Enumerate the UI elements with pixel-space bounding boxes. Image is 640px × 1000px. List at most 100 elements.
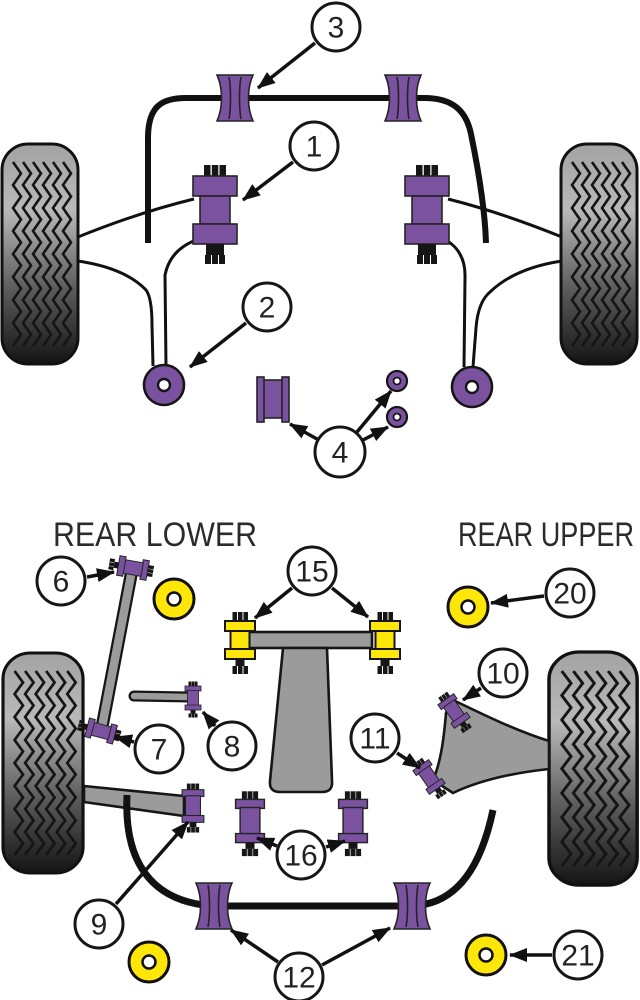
front-right-arm-lower-edge	[471, 259, 563, 368]
arrow-6	[86, 568, 115, 582]
callout-20-circle	[544, 567, 596, 619]
small-washer-upper	[385, 369, 409, 393]
callout-4-number: 4	[332, 437, 349, 470]
callout-12: 12	[273, 951, 325, 1000]
callout-11-number: 11	[359, 723, 390, 756]
arrow-7	[114, 734, 135, 749]
rear-link-bushing	[184, 681, 202, 718]
callout-12-circle	[273, 951, 325, 1000]
callout-4-circle	[313, 425, 367, 479]
arrow-9	[114, 820, 190, 906]
front-right-wishbone	[445, 197, 563, 368]
small-washer-lower	[385, 405, 409, 429]
callout-3-number: 3	[328, 12, 345, 45]
front-arm-front-bushing-left	[192, 164, 238, 265]
callout-11: 11	[349, 712, 401, 764]
front-arb-bushing-left	[216, 74, 254, 122]
rear-arb-bushing-left	[195, 882, 233, 930]
callout-7: 7	[133, 723, 185, 775]
rear-right-tire	[547, 650, 639, 887]
callout-12-number: 12	[282, 962, 315, 995]
front-arm-rear-bushing-left	[142, 363, 186, 407]
callout-15: 15	[286, 545, 338, 597]
callout-15-number: 15	[295, 556, 328, 589]
front-arb-bushing-right	[384, 74, 422, 122]
callout-8-number: 8	[224, 731, 241, 764]
rear-upper-label: REAR UPPER	[458, 516, 634, 554]
rear-lateral-arm	[82, 784, 186, 818]
arrow-3	[256, 41, 317, 90]
yellow-washer-rear-lower-top	[152, 577, 196, 621]
callout-8: 8	[206, 720, 258, 772]
arrow-11	[396, 751, 421, 770]
front-right-arm-inner-edge	[445, 238, 467, 368]
arrow-2	[188, 321, 248, 369]
callout-9: 9	[73, 898, 125, 950]
subframe-pillar	[268, 646, 334, 794]
rear-mount-bushing-right	[337, 790, 369, 857]
callout-2-number: 2	[259, 292, 276, 325]
callout-21: 21	[552, 929, 604, 981]
callout-6: 6	[35, 555, 87, 607]
callout-10-number: 10	[486, 658, 519, 691]
callout-15-circle	[286, 545, 338, 597]
arrow-15-right	[330, 586, 370, 619]
subframe-mount-bushing-left	[224, 611, 256, 675]
yellow-washer-rear-upper-bottom	[464, 933, 508, 977]
front-left-arm-lower-edge	[77, 259, 155, 367]
arrow-12-left	[230, 928, 279, 964]
rear-link-rod	[130, 692, 193, 701]
callout-20: 20	[544, 567, 596, 619]
rear-trailing-arm	[97, 569, 137, 728]
arrow-4-clamp	[289, 422, 318, 441]
rear-lower-label: REAR LOWER	[53, 516, 257, 554]
front-anti-roll-bar	[145, 95, 489, 244]
callout-20-number: 20	[553, 578, 586, 611]
subframe-mount-bushing-right	[369, 611, 401, 675]
callout-6-circle	[35, 555, 87, 607]
callout-16-number: 16	[284, 840, 317, 873]
arrow-1	[241, 160, 295, 202]
front-arm-rear-bushing-right	[450, 365, 494, 409]
front-right-tire	[559, 142, 639, 366]
callout-3: 3	[310, 1, 362, 53]
front-left-wishbone	[77, 197, 197, 367]
yellow-washer-rear-upper-top	[446, 585, 490, 629]
arrow-8	[201, 710, 220, 730]
yellow-washer-rear-lower-bottom	[127, 940, 171, 984]
callout-2-circle	[241, 281, 293, 333]
callout-16: 16	[275, 829, 327, 881]
callout-1-number: 1	[306, 131, 323, 164]
arrow-15-left	[253, 586, 294, 620]
callout-7-circle	[133, 723, 185, 775]
callout-9-number: 9	[91, 909, 108, 942]
front-right-arm-upper-edge	[447, 197, 563, 239]
arrow-12-right	[321, 926, 391, 967]
steering-rack-clamp-bushing	[256, 376, 290, 423]
callout-arrows	[86, 41, 552, 967]
arrow-10	[462, 684, 482, 702]
rear-left-tire	[1, 651, 85, 875]
front-left-arm-upper-edge	[77, 197, 195, 239]
arrow-16-right	[325, 839, 346, 853]
callout-7-number: 7	[151, 734, 168, 767]
rear-mount-bushing-left	[234, 790, 266, 857]
callout-4: 4	[313, 425, 367, 479]
callout-21-number: 21	[561, 940, 594, 973]
callout-21-circle	[552, 929, 604, 981]
callout-10: 10	[477, 647, 529, 699]
arrow-20	[490, 593, 545, 608]
arrow-4-washer-upper	[355, 389, 393, 434]
front-left-tire	[0, 142, 80, 366]
callout-6-number: 6	[53, 566, 70, 599]
callout-1: 1	[288, 120, 340, 172]
front-left-arm-inner-edge	[163, 238, 197, 367]
arrow-16-left	[256, 836, 278, 851]
rear-arb-bushing-right	[393, 882, 431, 930]
callout-10-circle	[477, 647, 529, 699]
callouts: 1 2 3 4 6 7 8 9	[35, 1, 604, 1000]
arrow-4-washer-lower	[362, 425, 389, 442]
callout-11-circle	[349, 712, 401, 764]
